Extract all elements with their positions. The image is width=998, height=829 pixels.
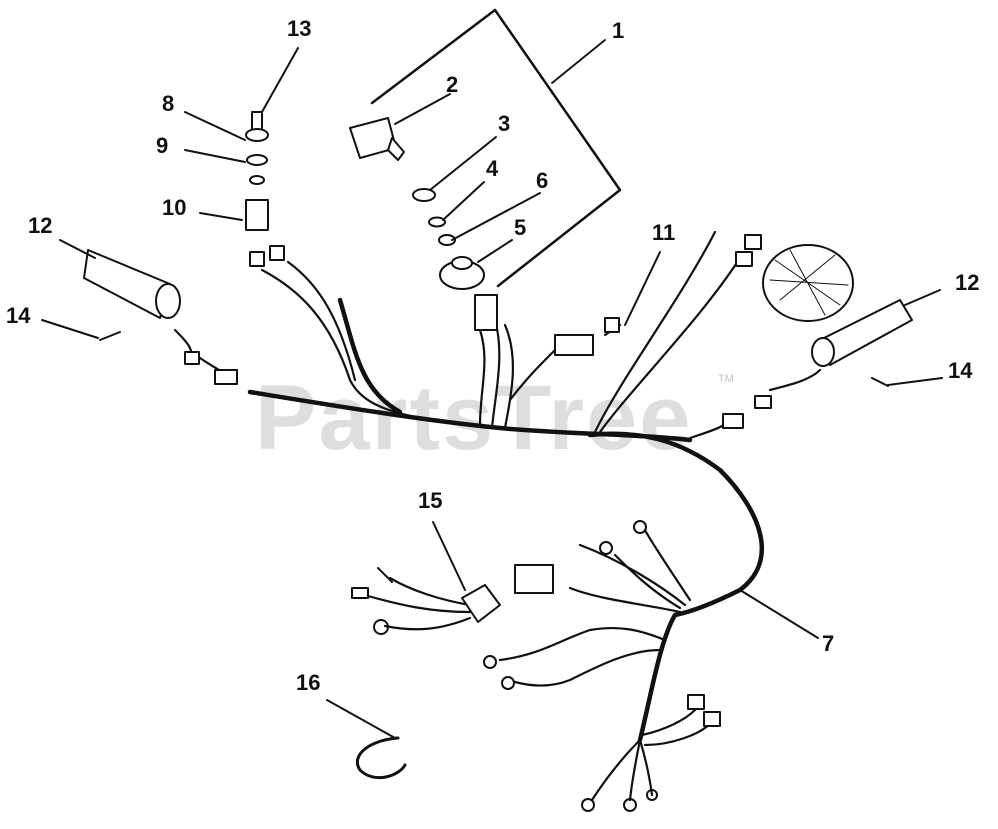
callout-11: 11 <box>652 220 676 245</box>
terminals-15 <box>351 567 393 599</box>
callout-3: 3 <box>498 111 511 136</box>
kit-bracket <box>370 8 622 288</box>
ignition-switch <box>439 256 498 331</box>
toggle-switch <box>245 111 285 267</box>
callout-10: 10 <box>162 195 187 220</box>
callout-12-right: 12 <box>955 270 980 295</box>
callout-14-right: 14 <box>948 358 973 383</box>
headlight <box>762 244 854 322</box>
relay-15 <box>461 584 501 623</box>
watermark-trademark: TM <box>718 373 734 385</box>
watermark: PartsTree <box>255 367 693 469</box>
screw-left <box>99 331 121 341</box>
callout-1: 1 <box>612 18 625 43</box>
callout-9: 9 <box>156 133 169 158</box>
nut-6 <box>438 234 456 246</box>
light-tube-left <box>83 249 181 319</box>
callout-13: 13 <box>287 16 312 41</box>
harness-branches <box>173 230 822 802</box>
callout-5: 5 <box>514 215 527 240</box>
callout-14-left: 14 <box>6 303 31 328</box>
small-connectors <box>184 234 772 727</box>
callout-16: 16 <box>296 670 321 695</box>
cable-tie <box>356 736 407 780</box>
washer-4 <box>428 216 446 228</box>
callout-2: 2 <box>446 72 459 97</box>
callout-6: 6 <box>536 168 549 193</box>
callout-15: 15 <box>418 488 443 513</box>
connector-11 <box>554 334 594 356</box>
callout-7: 7 <box>822 631 835 656</box>
connector-11-tip <box>604 317 620 333</box>
callout-12-left: 12 <box>28 213 53 238</box>
light-tube-right <box>811 299 913 367</box>
leaders <box>41 47 943 739</box>
screw-right <box>871 377 889 387</box>
ring-terminals <box>373 520 658 812</box>
callout-4: 4 <box>486 156 499 181</box>
key <box>349 117 405 161</box>
main-harness <box>247 297 765 743</box>
callout-8: 8 <box>162 91 175 116</box>
washer-3 <box>412 188 436 202</box>
